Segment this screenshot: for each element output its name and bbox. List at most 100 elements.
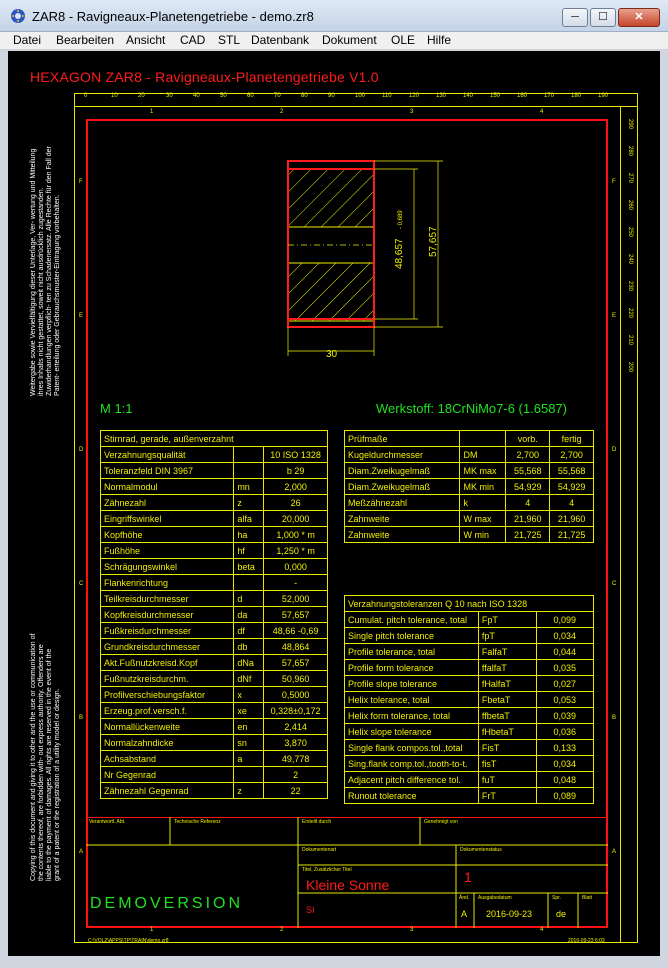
table-cell: Kopfhöhe	[99, 526, 235, 543]
title-block: Verantwortl. Abt. Technische Referenz Er…	[86, 817, 608, 928]
menu-datei[interactable]: Datei	[13, 33, 42, 47]
table-cell	[233, 462, 265, 479]
ruler-tick-label: 50	[220, 93, 227, 99]
menu-stl[interactable]: STL	[218, 33, 241, 47]
table-cell: FisT	[477, 739, 537, 756]
table-cell: Profile form tolerance	[344, 659, 479, 676]
minimize-button[interactable]: ─	[562, 8, 588, 27]
table-cell: 48,864	[263, 638, 328, 655]
table-cell: dNa	[233, 654, 265, 671]
table-cell: Grundkreisdurchmesser	[99, 638, 235, 655]
ruler-tick-label: 30	[166, 93, 173, 99]
close-button[interactable]: ✕	[618, 8, 660, 27]
table-cell: Kopfkreisdurchmesser	[99, 606, 235, 623]
table-cell: 0,027	[535, 675, 594, 692]
table-cell: 4	[505, 494, 551, 511]
label-approved-by: Genehmigt von	[424, 819, 458, 825]
table-cell: 2,700	[505, 446, 551, 463]
table-cell: a	[233, 750, 265, 767]
table-cell: 21,725	[549, 526, 594, 543]
label-title: Titel, Zusätzlicher Titel	[302, 867, 352, 873]
ruler-tick-label: 150	[490, 93, 501, 99]
table-cell: 50,960	[263, 670, 328, 687]
table-cell	[233, 766, 265, 783]
table-cell: W min	[459, 526, 507, 543]
table-cell: Nr Gegenrad	[99, 766, 235, 783]
table-cell: 57,657	[263, 606, 328, 623]
ruler-tick-label: 220	[627, 307, 634, 319]
menu-cad[interactable]: CAD	[180, 33, 206, 47]
table-cell	[233, 574, 265, 591]
window-title: ZAR8 - Ravigneaux-Planetengetriebe - dem…	[32, 9, 314, 24]
ruler-tick-label: 210	[627, 334, 634, 346]
table-cell: Schrägungswinkel	[99, 558, 235, 575]
maximize-button[interactable]: ☐	[590, 8, 616, 27]
ruler-tick-label: 290	[627, 118, 634, 130]
table-cell: Normalzahndicke	[99, 734, 235, 751]
table-cell: da	[233, 606, 265, 623]
table-cell: 3,870	[263, 734, 328, 751]
label-revision: Änd.	[459, 895, 470, 901]
table-cell: Single pitch tolerance	[344, 627, 479, 644]
row-marker-right: D	[612, 447, 617, 453]
table-cell: Achsabstand	[99, 750, 235, 767]
table-cell: Helix form tolerance, total	[344, 707, 479, 724]
table-cell: 52,000	[263, 590, 328, 607]
title-bar: ZAR8 - Ravigneaux-Planetengetriebe - dem…	[0, 0, 668, 32]
table-cell: MK min	[459, 478, 507, 495]
table-cell: fHbetaT	[477, 723, 537, 740]
ruler-tick-label: 170	[544, 93, 555, 99]
table-cell: Single flank compos.tol.,total	[344, 739, 479, 756]
label-sheet: Blatt	[582, 895, 593, 901]
table-cell: dNf	[233, 670, 265, 687]
label-language: Spr.	[552, 895, 561, 901]
menu-bearbeiten[interactable]: Bearbeiten	[56, 33, 115, 47]
table-cell: Runout tolerance	[344, 787, 479, 804]
material-label: Werkstoff: 18CrNiMo7-6 (1.6587)	[376, 401, 567, 416]
ruler-tick-label: 250	[627, 226, 634, 238]
table-cell: fHalfaT	[477, 675, 537, 692]
table-cell: 0,053	[535, 691, 594, 708]
demo-watermark: DEMOVERSION	[90, 895, 244, 912]
drawing-canvas[interactable]: HEXAGON ZAR8 - Ravigneaux-Planetengetrie…	[8, 51, 660, 956]
menu-ansicht[interactable]: Ansicht	[126, 33, 166, 47]
ruler-tick-label: 20	[138, 93, 145, 99]
menu-dokument[interactable]: Dokument	[322, 33, 377, 47]
table-cell: FpT	[477, 611, 537, 628]
table-cell: 26	[263, 494, 328, 511]
label-created-by: Erstellt durch	[302, 819, 332, 825]
table-cell: Prüfmaße	[343, 430, 461, 447]
label-responsible-dept: Verantwortl. Abt.	[89, 819, 126, 825]
table-cell: MK max	[459, 462, 507, 479]
dim-pitch-tolerance: - 0,689	[398, 210, 404, 229]
column-marker: 1	[150, 109, 154, 115]
maximize-icon: ☐	[598, 11, 608, 23]
table-title: Verzahnungstoleranzen Q 10 nach ISO 1328	[344, 595, 594, 612]
menu-datenbank[interactable]: Datenbank	[251, 33, 310, 47]
row-marker-right: C	[612, 581, 617, 587]
table-cell: Meßzähnezahl	[343, 494, 461, 511]
column-marker-row-bottom: 1 2 3 4	[74, 927, 638, 939]
status-bar	[0, 956, 668, 968]
menu-ole[interactable]: OLE	[391, 33, 416, 47]
file-path: C:\VOLZ\APPS\TP\TRAIN\demo.zr8	[88, 938, 169, 944]
ruler-tick-label: 200	[627, 361, 634, 373]
label-doc-type: Dokumentenart	[302, 847, 337, 853]
menu-hilfe[interactable]: Hilfe	[427, 33, 452, 47]
table-cell: z	[233, 494, 265, 511]
table-cell: Zähnezahl Gegenrad	[99, 782, 235, 799]
table-cell: Sing.flank comp.tol.,tooth-to-t.	[344, 755, 479, 772]
